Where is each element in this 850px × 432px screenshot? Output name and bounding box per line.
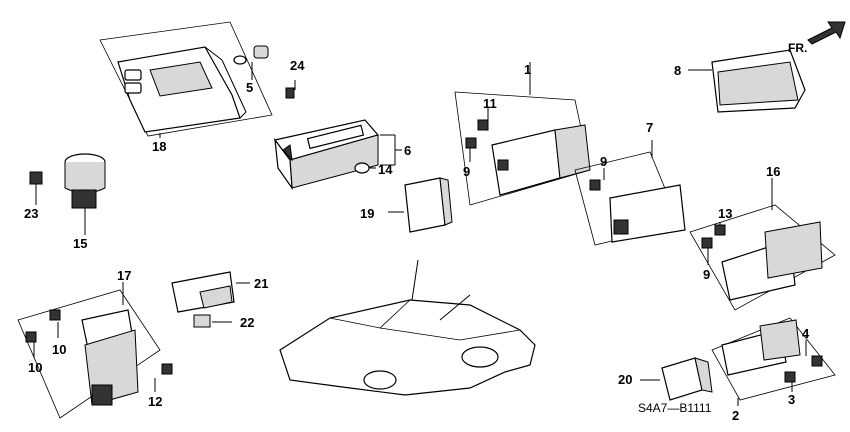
callout-8: 8 (674, 63, 681, 78)
front-direction-label: FR. (788, 41, 807, 55)
part-10-screw-b[interactable] (25, 331, 37, 358)
part-21-switch-housing[interactable] (171, 271, 250, 313)
part-23-screw[interactable] (29, 171, 43, 205)
part-15-ignition-switch[interactable] (64, 153, 106, 235)
diagram-code: S4A7—B1111 (638, 401, 712, 415)
part-16-cruise-switch[interactable] (689, 178, 836, 311)
callout-20: 20 (618, 372, 632, 387)
callout-3: 3 (788, 392, 795, 407)
callout-10-b: 10 (28, 360, 42, 375)
part-20-bracket[interactable] (661, 357, 713, 401)
part-9-screw-c[interactable] (701, 237, 713, 265)
callout-11: 11 (483, 96, 497, 111)
callout-13: 13 (718, 206, 732, 221)
callout-9-a: 9 (463, 164, 470, 179)
part-19-blank-cover[interactable] (388, 177, 453, 233)
callout-24: 24 (290, 58, 305, 73)
part-24-screw[interactable] (285, 80, 296, 99)
part-9-screw-b[interactable] (589, 168, 605, 191)
part-22-clip[interactable] (193, 314, 232, 328)
callout-19: 19 (360, 206, 374, 221)
callout-4: 4 (802, 326, 810, 341)
part-10-screw-a[interactable] (49, 309, 61, 338)
part-18-console-panel[interactable] (99, 21, 273, 137)
callout-23: 23 (24, 206, 38, 221)
callout-6: 6 (404, 143, 411, 158)
callout-17: 17 (117, 268, 131, 283)
front-direction-arrow-icon (807, 21, 846, 45)
part-8-pocket[interactable] (688, 49, 806, 113)
part-13-screw[interactable] (714, 222, 726, 236)
part-5-clip[interactable] (233, 45, 269, 80)
callout-5: 5 (246, 80, 253, 95)
callout-15: 15 (73, 236, 87, 251)
callout-14: 14 (378, 162, 393, 177)
vehicle-illustration (279, 259, 536, 396)
callout-7: 7 (646, 120, 653, 135)
part-3-screw[interactable] (784, 371, 796, 392)
callout-2: 2 (732, 408, 739, 423)
part-17-window-switch[interactable] (17, 282, 161, 419)
part-12-screw[interactable] (154, 363, 173, 392)
part-4-screw[interactable] (805, 340, 823, 367)
callout-16: 16 (766, 164, 780, 179)
part-11-screw[interactable] (477, 108, 489, 131)
callout-9-c: 9 (703, 267, 710, 282)
callout-10-a: 10 (52, 342, 66, 357)
part-2-switch-assembly[interactable] (711, 317, 836, 406)
callout-22: 22 (240, 315, 254, 330)
callout-9-b: 9 (600, 154, 607, 169)
part-14-bulb[interactable] (354, 162, 376, 174)
part-1-fog-switch[interactable] (454, 62, 591, 206)
part-7-dimmer-switch[interactable] (574, 140, 686, 246)
callout-12: 12 (148, 394, 162, 409)
part-9-screw-a[interactable] (465, 137, 477, 162)
callout-1: 1 (524, 62, 531, 77)
callout-18: 18 (152, 139, 166, 154)
part-6-hazard-switch[interactable] (273, 119, 402, 191)
callout-21: 21 (254, 276, 268, 291)
